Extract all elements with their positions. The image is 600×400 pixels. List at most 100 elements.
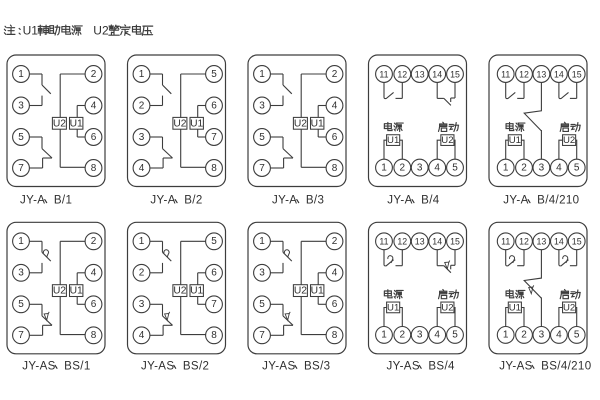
svg-text:7: 7 [18, 330, 24, 341]
svg-text:JY-A: JY-A [387, 195, 412, 207]
svg-text:U1: U1 [387, 135, 399, 146]
svg-text:U2: U2 [53, 118, 66, 129]
svg-text:3: 3 [417, 330, 423, 341]
svg-text:1: 1 [139, 236, 145, 247]
svg-text:3: 3 [417, 162, 423, 173]
svg-text:U2: U2 [173, 286, 186, 297]
svg-text:U2: U2 [441, 302, 453, 313]
svg-text:5: 5 [259, 132, 265, 143]
svg-text:BS/4: BS/4 [428, 360, 455, 372]
svg-text:JY-A: JY-A [503, 195, 528, 207]
svg-text:7: 7 [211, 132, 217, 143]
svg-text:4: 4 [556, 162, 562, 173]
svg-text:13: 13 [537, 237, 547, 247]
svg-text:1: 1 [18, 236, 24, 247]
svg-text:8: 8 [211, 330, 217, 341]
svg-text:1: 1 [503, 330, 509, 341]
svg-text:8: 8 [91, 330, 97, 341]
svg-text:U1: U1 [311, 118, 324, 129]
svg-text:1: 1 [18, 69, 24, 80]
svg-text:2: 2 [91, 69, 97, 80]
svg-text:U1: U1 [509, 135, 521, 146]
svg-text:3: 3 [259, 268, 265, 279]
svg-text:2: 2 [332, 236, 338, 247]
svg-text:4: 4 [434, 330, 440, 341]
svg-text:B/1: B/1 [54, 195, 72, 207]
svg-text:2: 2 [332, 69, 338, 80]
svg-text:U1: U1 [311, 286, 324, 297]
svg-text:8: 8 [211, 163, 217, 174]
svg-text:12: 12 [519, 69, 529, 79]
svg-text:U1: U1 [70, 286, 83, 297]
svg-text:14: 14 [432, 237, 442, 247]
svg-text:U1: U1 [387, 302, 399, 313]
svg-text:11: 11 [379, 237, 388, 247]
svg-text:1: 1 [503, 162, 509, 173]
svg-text:1: 1 [381, 330, 387, 341]
svg-text:13: 13 [415, 69, 425, 79]
svg-text:JY-AS: JY-AS [22, 360, 55, 372]
svg-text:BS/3: BS/3 [304, 360, 330, 372]
svg-text:7: 7 [211, 299, 217, 310]
svg-text:1: 1 [259, 236, 265, 247]
svg-text:14: 14 [554, 237, 564, 247]
svg-text:15: 15 [572, 237, 582, 247]
svg-text:15: 15 [450, 69, 460, 79]
svg-text:2: 2 [139, 100, 145, 111]
svg-text:B/4: B/4 [421, 195, 440, 207]
svg-text:JY-AS: JY-AS [141, 360, 174, 372]
svg-text:4: 4 [332, 100, 338, 111]
svg-text:U2: U2 [294, 286, 307, 297]
svg-text:B/3: B/3 [306, 195, 324, 207]
svg-text:12: 12 [397, 237, 407, 247]
svg-text:8: 8 [91, 163, 97, 174]
svg-text:5: 5 [574, 330, 580, 341]
svg-text:3: 3 [259, 100, 265, 111]
svg-text:5: 5 [18, 299, 24, 310]
svg-text:3: 3 [139, 132, 145, 143]
svg-text:U2: U2 [53, 286, 66, 297]
svg-text:U1: U1 [509, 302, 521, 313]
svg-text:11: 11 [501, 69, 510, 79]
svg-text:8: 8 [332, 330, 338, 341]
svg-text:13: 13 [537, 69, 547, 79]
svg-text:U2: U2 [441, 135, 453, 146]
svg-text:4: 4 [139, 330, 145, 341]
svg-text:4: 4 [332, 268, 338, 279]
svg-text:6: 6 [332, 299, 338, 310]
svg-text:4: 4 [91, 268, 97, 279]
svg-text:5: 5 [452, 330, 458, 341]
svg-text:14: 14 [554, 69, 564, 79]
svg-text:JY-AS: JY-AS [499, 360, 532, 372]
svg-text:U1: U1 [23, 24, 39, 38]
svg-text:6: 6 [91, 132, 97, 143]
svg-text:15: 15 [450, 237, 460, 247]
svg-text:B/4/210: B/4/210 [537, 195, 579, 207]
svg-text:11: 11 [379, 69, 388, 79]
svg-text:5: 5 [211, 236, 217, 247]
svg-text:7: 7 [259, 163, 265, 174]
svg-text:B/2: B/2 [184, 195, 202, 207]
svg-text:2: 2 [400, 330, 406, 341]
svg-text:5: 5 [259, 299, 265, 310]
svg-text:6: 6 [211, 100, 217, 111]
svg-text:U1: U1 [70, 118, 83, 129]
svg-text:U2: U2 [563, 135, 575, 146]
svg-text:2: 2 [521, 162, 527, 173]
svg-text:5: 5 [574, 162, 580, 173]
svg-text:BS/1: BS/1 [64, 360, 90, 372]
svg-text:5: 5 [18, 132, 24, 143]
svg-text:7: 7 [18, 163, 24, 174]
svg-text:3: 3 [539, 330, 545, 341]
svg-text:2: 2 [139, 268, 145, 279]
svg-text:1: 1 [139, 69, 145, 80]
svg-text:3: 3 [18, 100, 24, 111]
svg-text:JY-A: JY-A [20, 195, 45, 207]
svg-text:6: 6 [211, 268, 217, 279]
svg-text:4: 4 [556, 330, 562, 341]
svg-text:U2: U2 [93, 24, 109, 38]
svg-text:6: 6 [332, 132, 338, 143]
svg-text:5: 5 [211, 69, 217, 80]
svg-text:12: 12 [519, 237, 529, 247]
svg-text:1: 1 [381, 162, 387, 173]
